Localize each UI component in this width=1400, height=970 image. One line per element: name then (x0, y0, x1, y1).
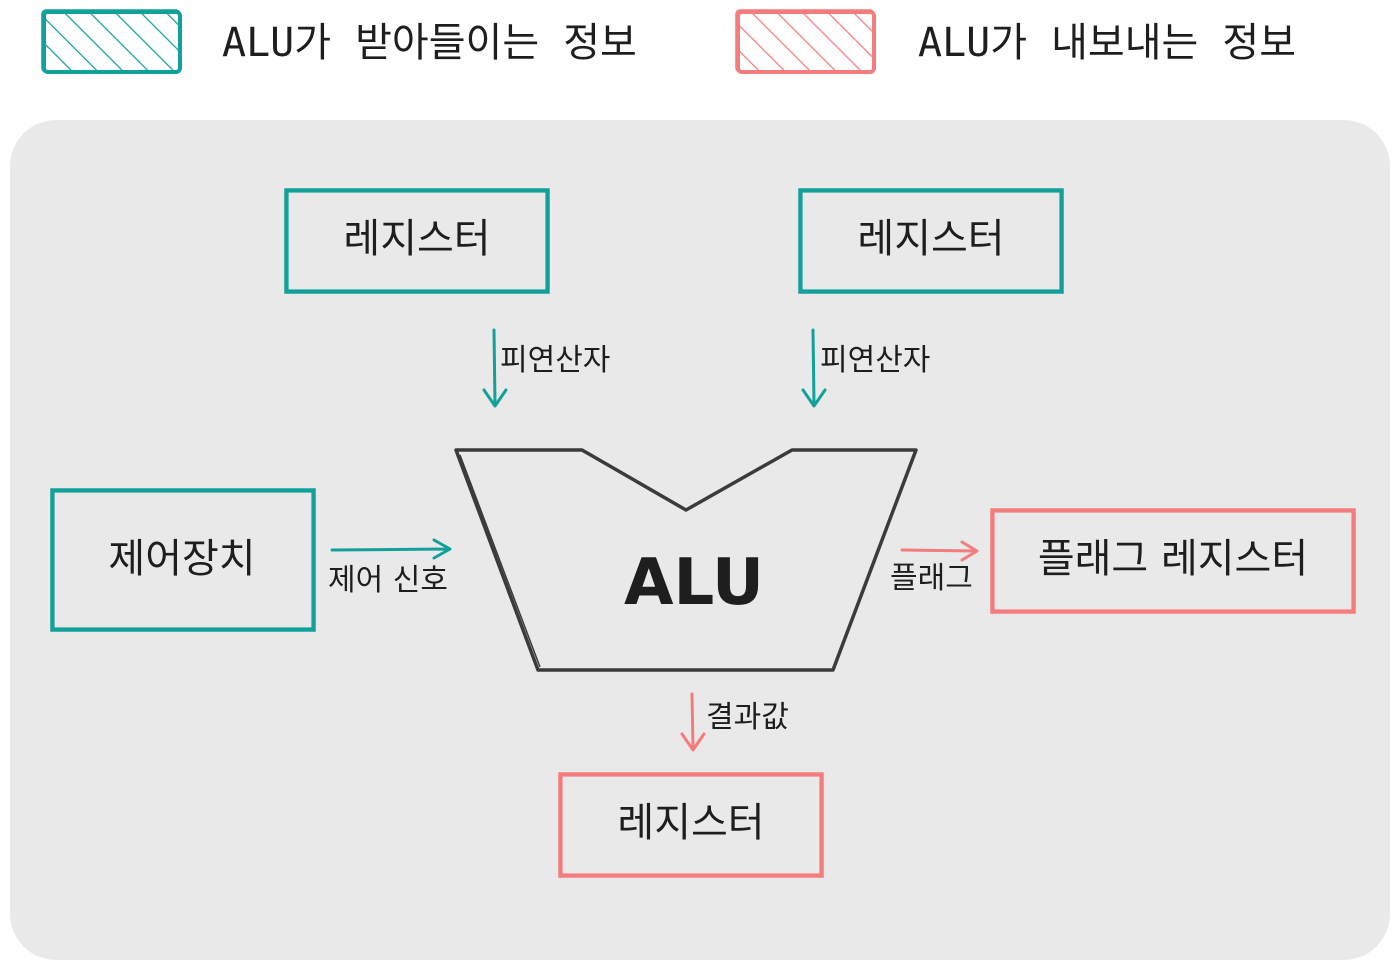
operand-right-arrow (801, 328, 827, 408)
result-arrow (680, 692, 706, 752)
control-unit-label: 제어장치 (108, 536, 255, 582)
flag-label: 플래그 (890, 561, 973, 596)
register-left-label: 레지스터 (343, 216, 490, 262)
operand-right-label: 피연산자 (820, 343, 930, 378)
legend-input-swatch (41, 9, 182, 74)
alu-label: ALU (624, 546, 764, 620)
diagram-panel (10, 120, 1390, 960)
operand-left-label: 피연산자 (500, 343, 610, 378)
flag-arrow (900, 540, 979, 562)
legend-input-label: ALU가 받아들이는 정보 (222, 20, 637, 66)
result-register-box: 레지스터 (558, 772, 824, 878)
register-right-label: 레지스터 (857, 216, 1004, 262)
operand-left-arrow (482, 328, 508, 408)
control-unit-box: 제어장치 (50, 488, 316, 632)
flag-register-label: 플래그 레지스터 (1038, 536, 1308, 582)
register-left-box: 레지스터 (284, 188, 550, 294)
control-signal-arrow (330, 538, 452, 560)
legend-output-swatch (735, 9, 876, 74)
legend-output-label: ALU가 내보내는 정보 (918, 20, 1296, 66)
flag-register-box: 플래그 레지스터 (990, 508, 1356, 614)
legend: ALU가 받아들이는 정보 ALU가 내보내는 정보 (41, 9, 1296, 74)
result-register-label: 레지스터 (617, 800, 764, 846)
result-label: 결과값 (706, 700, 789, 735)
alu-shape: ALU (454, 448, 918, 672)
control-signal-label: 제어 신호 (328, 563, 448, 598)
register-right-box: 레지스터 (798, 188, 1064, 294)
